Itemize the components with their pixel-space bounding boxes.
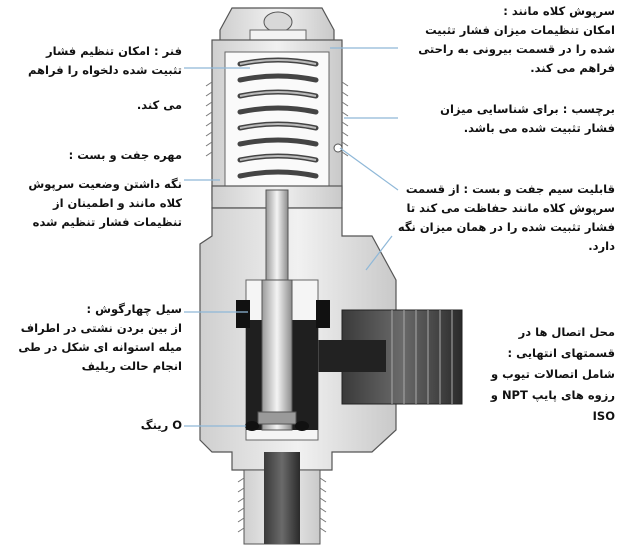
label-o-ring-title: O رینگ xyxy=(140,418,182,432)
label-lock-wire-title: قابلیت سیم جفت و بست : از قسمت xyxy=(405,182,615,196)
leader-lines xyxy=(184,47,399,427)
label-lock-nut-body: نگه داشتن وضعیت سرپوش کلاه مانند و اطمین… xyxy=(28,177,182,229)
label-quad-seal: سیل چهارگوش : از بین بردن نشتی در اطراف … xyxy=(6,300,182,376)
inlet-thread xyxy=(237,452,327,545)
label-cap-screw-body: امکان تنظیمات میزان فشار تثبیت شده را در… xyxy=(418,23,615,75)
label-lock-nut: مهره جفت و بست : نگه داشتن وضعیت سرپوش ک… xyxy=(6,146,182,232)
label-spring-body2: می کند. xyxy=(136,98,182,112)
bonnet xyxy=(205,39,349,201)
label-lock-wire: قابلیت سیم جفت و بست : از قسمت سرپوش کلا… xyxy=(384,180,615,256)
label-quad-seal-body: از بین بردن نشتی در اطراف میله استوانه ا… xyxy=(18,321,182,373)
label-tag: برچسب : برای شناسایی میزان فشار تثبیت شد… xyxy=(400,100,615,138)
label-tag-body: فشار تثبیت شده می باشد. xyxy=(463,121,615,135)
leader-lock-wire xyxy=(339,147,399,191)
label-cap-screw-title: سرپوش کلاه مانند : xyxy=(503,4,615,18)
label-quad-seal-title: سیل چهارگوش : xyxy=(86,302,182,316)
label-end-connections: محل اتصال ها در قسمتهای انتهایی : شامل ا… xyxy=(484,322,615,427)
leader-body xyxy=(365,235,393,271)
label-tag-title: برچسب : برای شناسایی میزان xyxy=(440,102,615,116)
label-spring-body: تثبیت شده دلخواه را فراهم xyxy=(28,63,182,77)
label-end-connections-body: شامل اتصالات تیوب و رزوه های پایپ NPT و … xyxy=(490,367,615,423)
o-ring xyxy=(245,421,309,431)
label-spring: فنر : امکان تنظیم فشار تثبیت شده دلخواه … xyxy=(6,42,182,115)
label-lock-nut-title: مهره جفت و بست : xyxy=(68,148,182,162)
label-lock-wire-body: سرپوش کلاه مانند حفاظت می کند تا فشار تث… xyxy=(397,201,615,253)
stem xyxy=(257,189,297,431)
label-o-ring: O رینگ xyxy=(6,416,182,435)
label-cap-screw: سرپوش کلاه مانند : امکان تنظیمات میزان ف… xyxy=(400,2,615,78)
label-end-connections-title: محل اتصال ها در قسمتهای انتهایی : xyxy=(507,325,615,360)
label-spring-title: فنر : امکان تنظیم فشار xyxy=(46,44,182,58)
